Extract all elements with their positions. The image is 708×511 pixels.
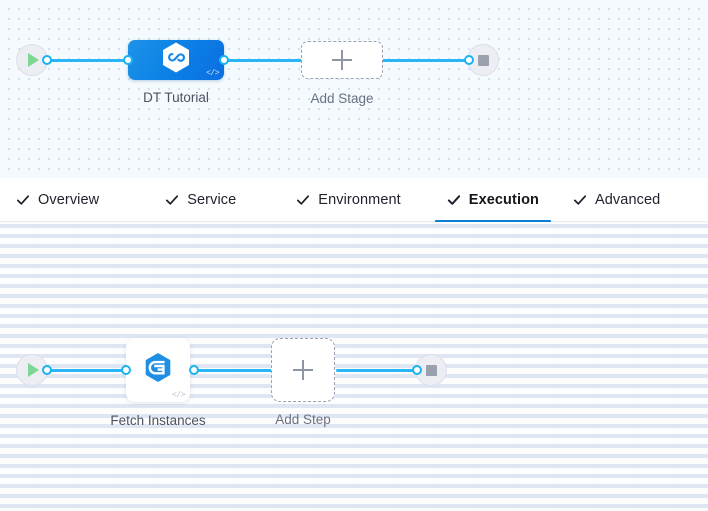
check-icon [16,193,30,207]
execution-step-canvas[interactable]: </> Fetch Instances Add Step [0,222,708,511]
wire-start-to-stage [44,59,130,62]
add-step-button[interactable] [271,338,335,402]
step-end-port[interactable] [412,365,422,375]
harness-hexagon-icon [161,42,191,79]
add-step-label: Add Step [275,412,331,427]
tab-service[interactable]: Service [165,178,236,222]
code-badge-icon: </> [172,391,185,400]
step-node-fetch-instances[interactable]: </> [126,338,190,402]
wire-step-to-addstep [192,369,276,372]
step-start-port[interactable] [42,365,52,375]
check-icon [447,193,461,207]
step-node-output-port[interactable] [189,365,199,375]
plus-icon [332,50,352,70]
tab-advanced[interactable]: Advanced [573,178,660,222]
stop-icon [425,364,437,376]
play-icon [28,53,39,67]
stage-node-input-port[interactable] [123,55,133,65]
step-node-input-port[interactable] [121,365,131,375]
tab-service-label: Service [187,191,237,208]
stage-end-port[interactable] [464,55,474,65]
canvas-grid-pattern [0,222,708,511]
step-node-label: Fetch Instances [110,413,206,428]
pipeline-stage-canvas[interactable]: </> DT Tutorial Add Stage [0,0,708,178]
wire-addstep-to-end [336,369,420,372]
tab-overview-label: Overview [38,191,100,208]
check-icon [165,193,179,207]
tab-advanced-label: Advanced [595,191,661,208]
stop-icon [477,54,489,66]
code-badge-icon: </> [206,69,219,78]
tab-execution-label: Execution [468,191,539,208]
stage-start-port[interactable] [42,55,52,65]
play-icon [28,363,39,377]
check-icon [296,193,310,207]
stage-node-dt-tutorial[interactable]: </> [128,40,224,80]
stage-node-label: DT Tutorial [143,90,209,105]
check-icon [573,193,587,207]
stage-config-tabs[interactable]: Overview Service Environment Execution A… [0,178,708,223]
tab-execution[interactable]: Execution [434,178,552,223]
tab-overview[interactable]: Overview [16,178,99,222]
wire-addstage-to-end [380,59,468,62]
elastigroup-icon [143,352,173,389]
wire-start-to-step [44,369,130,372]
wire-stage-to-addstage [218,59,304,62]
stage-node-output-port[interactable] [219,55,229,65]
tab-environment-label: Environment [318,191,401,208]
tab-environment[interactable]: Environment [296,178,401,222]
add-stage-label: Add Stage [310,91,374,106]
plus-icon [293,360,313,380]
add-stage-button[interactable] [301,41,383,79]
